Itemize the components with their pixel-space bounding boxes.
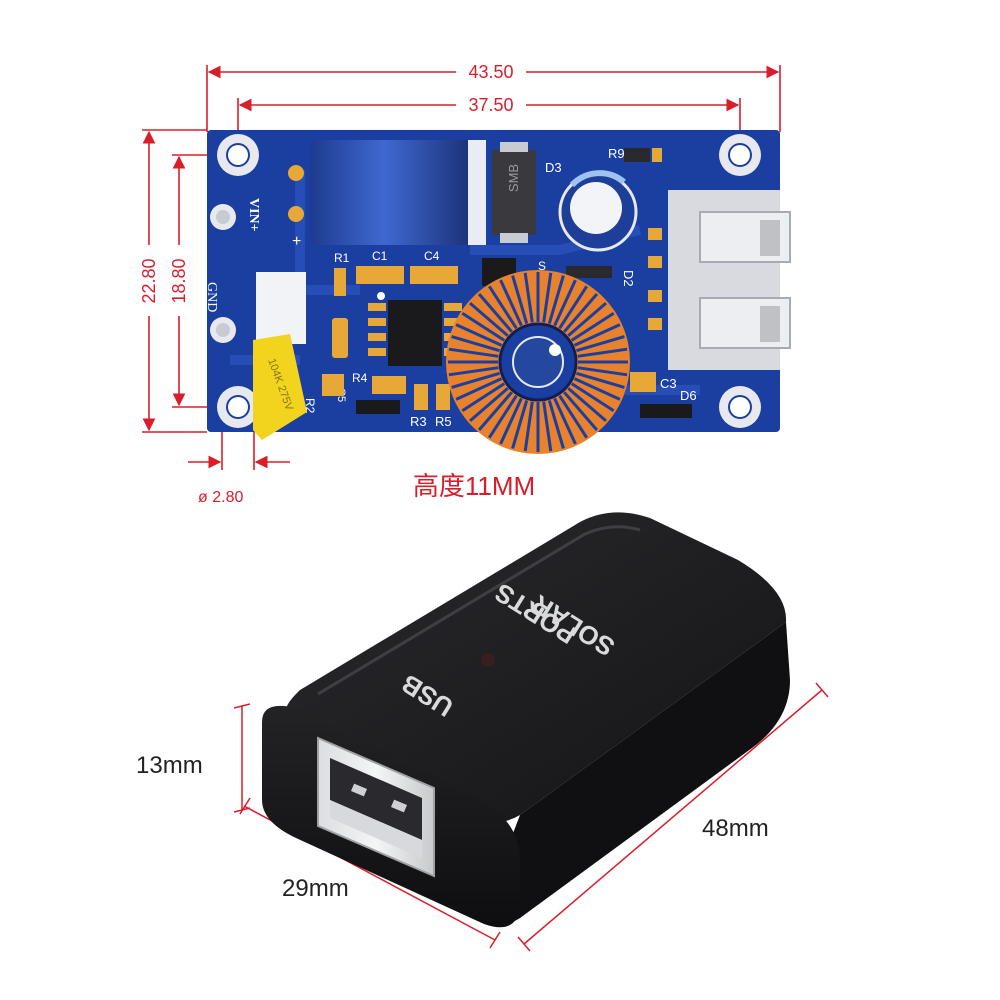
d2-diode [566,266,612,278]
coil-winding [477,391,513,431]
ref-d3: D3 [545,160,562,175]
board-height-note: 高度11MM [413,471,535,501]
overall-height-label: 22.80 [139,258,159,303]
coil-winding [573,377,621,401]
ref-r9: R9 [608,146,625,161]
ref-d6: D6 [680,388,697,403]
coil-winding [558,394,588,439]
mounting-hole-icon [719,386,761,428]
coil-winding [448,366,499,377]
r1-resistor [334,268,346,296]
led-indicator-icon [481,653,495,667]
coil-winding [570,312,615,342]
smd-diode [356,400,400,414]
ref-s: S [538,259,546,273]
vin-silk-label: VIN+ [246,198,261,232]
coil-winding [523,272,534,323]
enclosure-dimension-lines [233,682,829,952]
coil-winding [461,312,506,342]
coil-winding [499,397,523,445]
coil-winding [469,387,509,423]
r3-resistor [414,384,428,410]
coil-winding [567,301,607,337]
coil-winding [577,366,628,377]
coil-winding [575,371,625,389]
board-usb-port [648,190,791,370]
coil-winding [488,285,518,330]
overall-width-label: 43.50 [468,62,513,82]
coil-winding [567,387,607,423]
coil-winding [461,382,506,412]
gnd-silk-label: GND [204,282,219,312]
coil-winding [553,279,577,327]
ref-c1: C1 [372,249,388,263]
enclosure-height-label: 13mm [136,752,203,779]
coil-winding [563,293,599,333]
r9-pad [652,148,662,162]
c4-capacitor [410,266,458,284]
coil-winding [455,323,503,347]
diode-package-label: SMB [506,164,521,192]
safety-capacitor: 104K 275V [253,272,307,440]
r9-resistor [624,148,650,162]
mounting-hole-icon [217,386,259,428]
coil-winding [563,391,599,431]
d6-diode [640,404,692,418]
input-capacitor: + [288,140,486,250]
c1-capacitor [356,266,404,284]
coil-winding [488,394,518,439]
coil-winding [499,279,523,327]
ref-r4: R4 [352,371,368,385]
diode-smb: SMB [492,142,536,243]
coil-winding [577,347,628,358]
coil-winding [469,301,509,337]
coil-winding [511,275,529,325]
enclosure-width-label: 29mm [282,875,349,902]
coil-winding [575,335,625,353]
c5-capacitor [322,374,344,396]
coil-winding [573,323,621,347]
mounting-hole-icon [217,134,259,176]
hole-spacing-width-label: 37.50 [468,95,513,115]
enclosure-body [262,512,790,928]
ref-d2: D2 [621,270,636,287]
c3-capacitor [630,372,656,392]
coil-winding [511,399,529,449]
ref-r3: R3 [410,414,427,429]
coil-winding [448,347,499,358]
input-pad-icon [210,204,236,343]
coil-winding [547,275,565,325]
ref-r1: R1 [334,251,350,265]
enclosure-length-label: 48mm [702,815,769,842]
ref-c4: C4 [424,249,440,263]
coil-winding [451,335,501,353]
hole-diameter-label: ø 2.80 [198,489,243,506]
coil-winding [542,272,553,323]
r4-resistor [372,376,406,394]
coil-winding [547,399,565,449]
capacitor-plus-label: + [292,233,301,250]
pcb-board: VIN+ GND + SMB D3 R9 [204,130,791,454]
mounting-hole-icon [719,134,761,176]
toroidal-inductor [446,270,630,454]
coil-winding [542,401,553,452]
coil-winding [451,371,501,389]
coil-winding [553,397,577,445]
coil-winding [523,401,534,452]
coil-winding [455,377,503,401]
output-capacitor [558,170,638,252]
coil-winding [558,285,588,330]
coil-winding [570,382,615,412]
hole-spacing-height-label: 18.80 [169,258,189,303]
ref-r5: R5 [435,414,452,429]
coil-winding [477,293,513,333]
ref-c3: C3 [660,376,677,391]
enclosure-usb-port [317,736,435,878]
r5-resistor [436,384,450,410]
smd-capacitor [332,318,348,358]
